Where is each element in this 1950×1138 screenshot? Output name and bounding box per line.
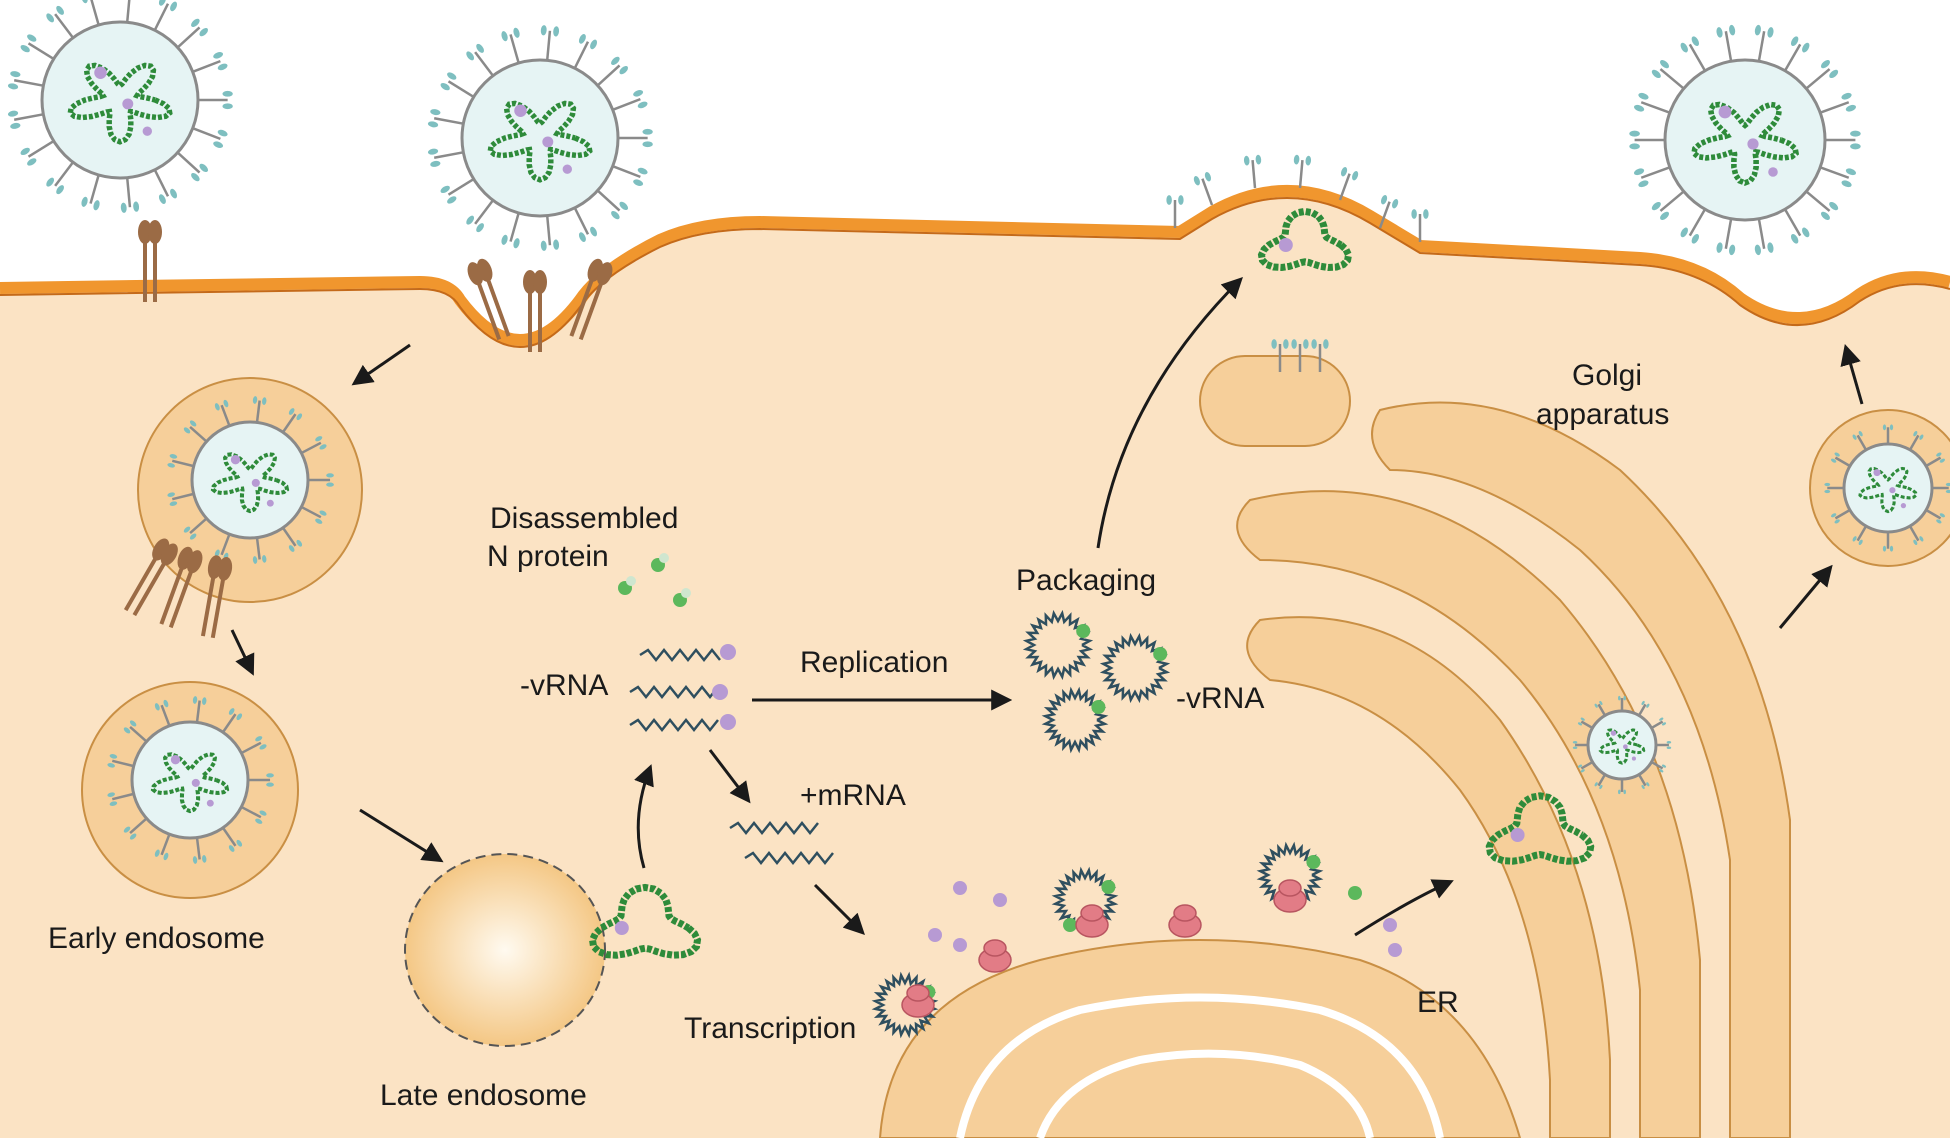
late-endosome-genome [588,883,702,959]
protein-dot [953,881,967,895]
labels: Disassembled N protein -vRNA Replication… [48,359,1669,1112]
spike-icon [1166,195,1184,228]
mrna-strand [744,850,834,866]
golgi-genome [1485,792,1595,865]
arrow-packaging-up [1096,277,1243,549]
plasma-membrane-edge [0,197,1950,348]
arrow-mrna-to-er [813,883,865,935]
protein-dot [720,714,736,730]
receptor-icon [200,555,233,639]
virion-icon [167,396,334,564]
n-protein-dot [659,553,669,563]
vrna-loop [1022,609,1094,681]
spike-icon [1271,339,1289,372]
n-protein-dot [1153,647,1168,661]
spike-icon [1378,194,1399,229]
vrna-loop [1041,686,1109,754]
arrow-vrna-to-mrna [708,749,751,804]
vrna-strand [629,717,719,733]
label-packaging: Packaging [1016,564,1156,597]
label-golgi: Golgi [1572,359,1642,392]
arrows [230,277,1864,937]
ribosomes [901,879,1307,1018]
label-er: ER [1417,986,1459,1019]
protein-dot [1348,886,1362,900]
protein-dot [993,893,1007,907]
vrna-strand [639,647,721,663]
protein-dot [1383,918,1397,932]
label-transcription: Transcription [684,1012,856,1045]
golgi-apparatus [1199,355,1791,1138]
receptor-icon [123,538,178,617]
spike-icon [1291,339,1309,372]
ribosome-icon [1168,904,1202,938]
virion-icon [1629,24,1861,256]
protein-dot [928,928,942,942]
protein-dot [712,684,728,700]
arrow-endosome-down [230,629,255,676]
spike-icon [1311,339,1329,372]
n-protein-dot [1101,880,1116,894]
ribosome-icon [1273,879,1307,913]
budding-genome [1257,207,1353,272]
n-protein-dot [681,588,691,598]
virion-icon [7,0,233,213]
spike-icon [1243,154,1262,189]
label-mrna: +mRNA [800,779,906,812]
n-protein-dot [1306,855,1321,869]
n-protein-dot [1091,700,1106,714]
virion-icon [1824,424,1950,552]
protein-dot [720,644,736,660]
label-replication: Replication [800,646,948,679]
virion-icon [107,696,274,864]
late-endosome [404,853,606,1047]
protein-dot [1388,943,1402,957]
virion-icon [427,25,653,251]
label-n-protein: N protein [487,540,609,573]
spike-icon [1193,171,1214,206]
label-vrna-right: -vRNA [1176,682,1264,715]
arrow-late-to-vrna [634,764,654,869]
arrow-entry-to-endosome [351,343,411,386]
mrna-strand [729,820,819,836]
label-apparatus: apparatus [1536,398,1669,431]
ribosome-icon [978,939,1012,973]
n-protein-dot [1076,624,1091,638]
endoplasmic-reticulum [878,939,1522,1138]
virion-icon [1572,695,1672,795]
spike-icon [1411,209,1429,242]
label-disassembled: Disassembled [490,502,678,535]
ribosome-icon [901,984,935,1018]
ribosome-icon [1075,904,1109,938]
label-late-endosome: Late endosome [380,1079,587,1112]
plasma-membrane [0,185,1950,346]
receptor-icon [569,258,613,341]
protein-dot [953,938,967,952]
receptor-icon [467,258,511,341]
n-protein-dot [626,576,636,586]
arrow-er-to-golgi [1354,879,1454,937]
spike-icon [1338,166,1359,201]
arrow-golgi-to-vesicle [1778,564,1833,629]
protein-dot [1063,918,1077,932]
receptor-icon [523,270,547,352]
vrna-strand [629,684,719,700]
receptor-icon [138,220,162,302]
label-vrna-left: -vRNA [520,669,608,702]
spike-icon [1293,154,1312,189]
virions [7,0,1950,959]
label-early-endosome: Early endosome [48,922,265,955]
arrow-early-to-late [359,808,444,863]
receptor-icon [159,546,203,629]
receptors [123,220,613,639]
arrow-vesicle-to-membrane [1840,343,1864,405]
vrna-loop [1099,632,1171,704]
